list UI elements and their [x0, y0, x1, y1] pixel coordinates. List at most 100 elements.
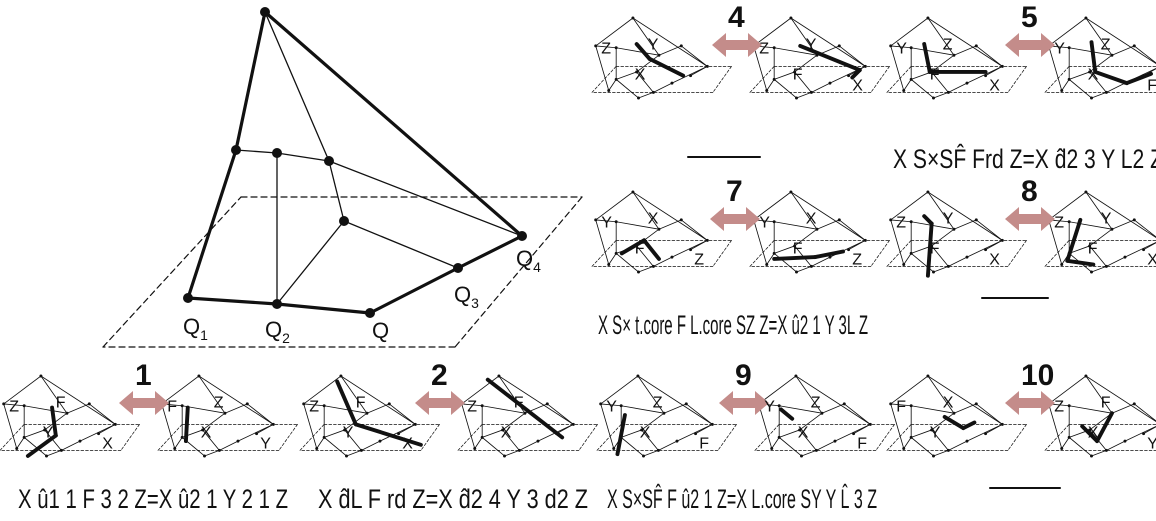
panel-8-left-edge [986, 240, 1003, 249]
panel-4-right-vertex [810, 91, 813, 94]
panel-7-left-label: Y [601, 214, 612, 231]
panel-9-left-edge [638, 376, 712, 424]
panel-4-left-path [650, 59, 683, 76]
panel-10-left-plane-edge [1008, 424, 1027, 450]
panel-7-right-edge [817, 220, 839, 229]
panel-4-left-figure [592, 17, 732, 100]
panel-7-left-vertex [594, 218, 597, 221]
panel-9-left-vertex [599, 402, 602, 405]
panel-8-left-edge [976, 220, 1002, 240]
panel-4-swap-arrow [712, 33, 762, 57]
panel-5-left-edge [948, 83, 967, 92]
panel-9-left-vertex [642, 454, 645, 457]
panel-7-left-plane-edge [713, 240, 732, 266]
panel-5-left-edge [934, 92, 949, 98]
panel-1-right-edge [257, 424, 274, 433]
main-vertex [183, 293, 193, 303]
panel-9-right-label: X [798, 424, 809, 441]
panel-8-right-label: F [1088, 240, 1098, 257]
panel-2-right-vertex [481, 436, 484, 439]
panel-4-left-vertex [615, 46, 618, 49]
panel-2-left-label: Z [309, 398, 319, 415]
panel-5-left-vertex [902, 89, 905, 92]
panel-1-right-label: F [167, 398, 177, 415]
main-vertex [260, 7, 270, 17]
panel-9-left-vertex [620, 404, 623, 407]
panel-9-right-label: Y [764, 398, 775, 415]
main-thin-edge [277, 153, 329, 161]
panel-5-right-label: Y [1054, 40, 1065, 57]
panel-2-right-edge [547, 404, 573, 424]
panel-1-left-vertex [78, 440, 81, 443]
panel-7-left-vertex [652, 265, 655, 268]
panel-4-left-edge [609, 79, 616, 90]
panel-9-number: 9 [735, 359, 752, 392]
panel-5-left-edge [928, 18, 1002, 66]
panel-8-right-vertex [1105, 265, 1108, 268]
panel-4-number: 4 [728, 1, 745, 34]
panel-1-equation: X û1 1 F 3 2 Z=X û2 1 Y 2 1 Z [18, 484, 288, 514]
panel-1-right-vertex [218, 449, 221, 452]
panel-2-right-vertex [503, 454, 506, 457]
panel-4-right-label: F [793, 66, 803, 83]
panel-7-left-edge [633, 192, 707, 240]
panel-7-equation: X S× t.core F L.core SZ Z=X û2 1 Y 3L Z [598, 310, 868, 340]
panel-8-left-vertex [910, 252, 913, 255]
panel-7-right-label: F [793, 240, 803, 257]
main-vertex [231, 145, 241, 155]
panel-2-left-vertex [315, 447, 318, 450]
panel-2-right-edge [519, 441, 538, 450]
panel-5-left-vertex [984, 74, 987, 77]
panel-5-left-vertex [910, 46, 913, 49]
panel-2-equation: X d̂L F rd Z=X d̂2 4 Y 3 d2 Z [318, 484, 588, 514]
main-vertex [339, 216, 349, 226]
panel-9-left-edge [696, 424, 713, 433]
panel-8-right-vertex [1084, 191, 1087, 194]
panel-8-right-edge [1092, 266, 1107, 272]
panel-5-left-label: Z [943, 37, 953, 54]
panel-9-right-edge [772, 437, 779, 448]
panel-4-right-edge [767, 79, 774, 90]
panel-9-right-vertex [770, 447, 773, 450]
panel-10-right-edge [1112, 404, 1134, 413]
panel-4-left-label: Z [601, 40, 611, 57]
panel-10-left-edge [934, 450, 949, 456]
panel-8-left-vertex [975, 218, 978, 221]
panel-2-right-figure [458, 375, 598, 458]
panel-1-right-edge [247, 404, 273, 424]
panel-9-right-vertex [800, 454, 803, 457]
panel-2-right-plane-edge [458, 424, 482, 450]
panel-2-right-vertex [572, 423, 575, 426]
panel-7-swap-arrow [710, 207, 760, 231]
panel-7-right-plane-edge [871, 240, 890, 266]
panel-5-right-vertex [1105, 91, 1108, 94]
panel-9-left-vertex [675, 440, 678, 443]
panel-8-left-plane-edge [1008, 240, 1027, 266]
panel-10-right-vertex [1090, 454, 1093, 457]
panel-9-equation: X S×SF̂ F û2 1 Z=X L.core SY Y L̂ 3 Z [607, 484, 877, 514]
panel-9-left-vertex [662, 412, 665, 415]
main-label-subscript: 1 [200, 327, 208, 343]
panel-9-left-vertex [612, 447, 615, 450]
panel-2-right-vertex [473, 447, 476, 450]
panel-4-right-label: Z [759, 40, 769, 57]
panel-5-right-vertex [1090, 96, 1093, 99]
panel-10-right-edge [1086, 376, 1156, 424]
panel-1-left-edge [89, 404, 115, 424]
panel-10-left-edge [976, 404, 1002, 424]
panel-10-left-vertex [889, 402, 892, 405]
panel-5-right-figure [1045, 17, 1156, 100]
main-label-q2: Q2 [265, 317, 290, 346]
panel-7-left-path [644, 240, 659, 259]
panel-1-right-path [186, 408, 188, 441]
panel-5-swap-arrow [1005, 33, 1055, 57]
panel-1-right-edge [199, 376, 273, 424]
panel-1-right-vertex [203, 454, 206, 457]
panel-2-left-label: F [356, 395, 366, 412]
panel-9-right-plane-edge [876, 424, 895, 450]
panel-8-right-vertex [1133, 218, 1136, 221]
panel-10-right-vertex [1123, 440, 1126, 443]
main-vertex [365, 308, 375, 318]
